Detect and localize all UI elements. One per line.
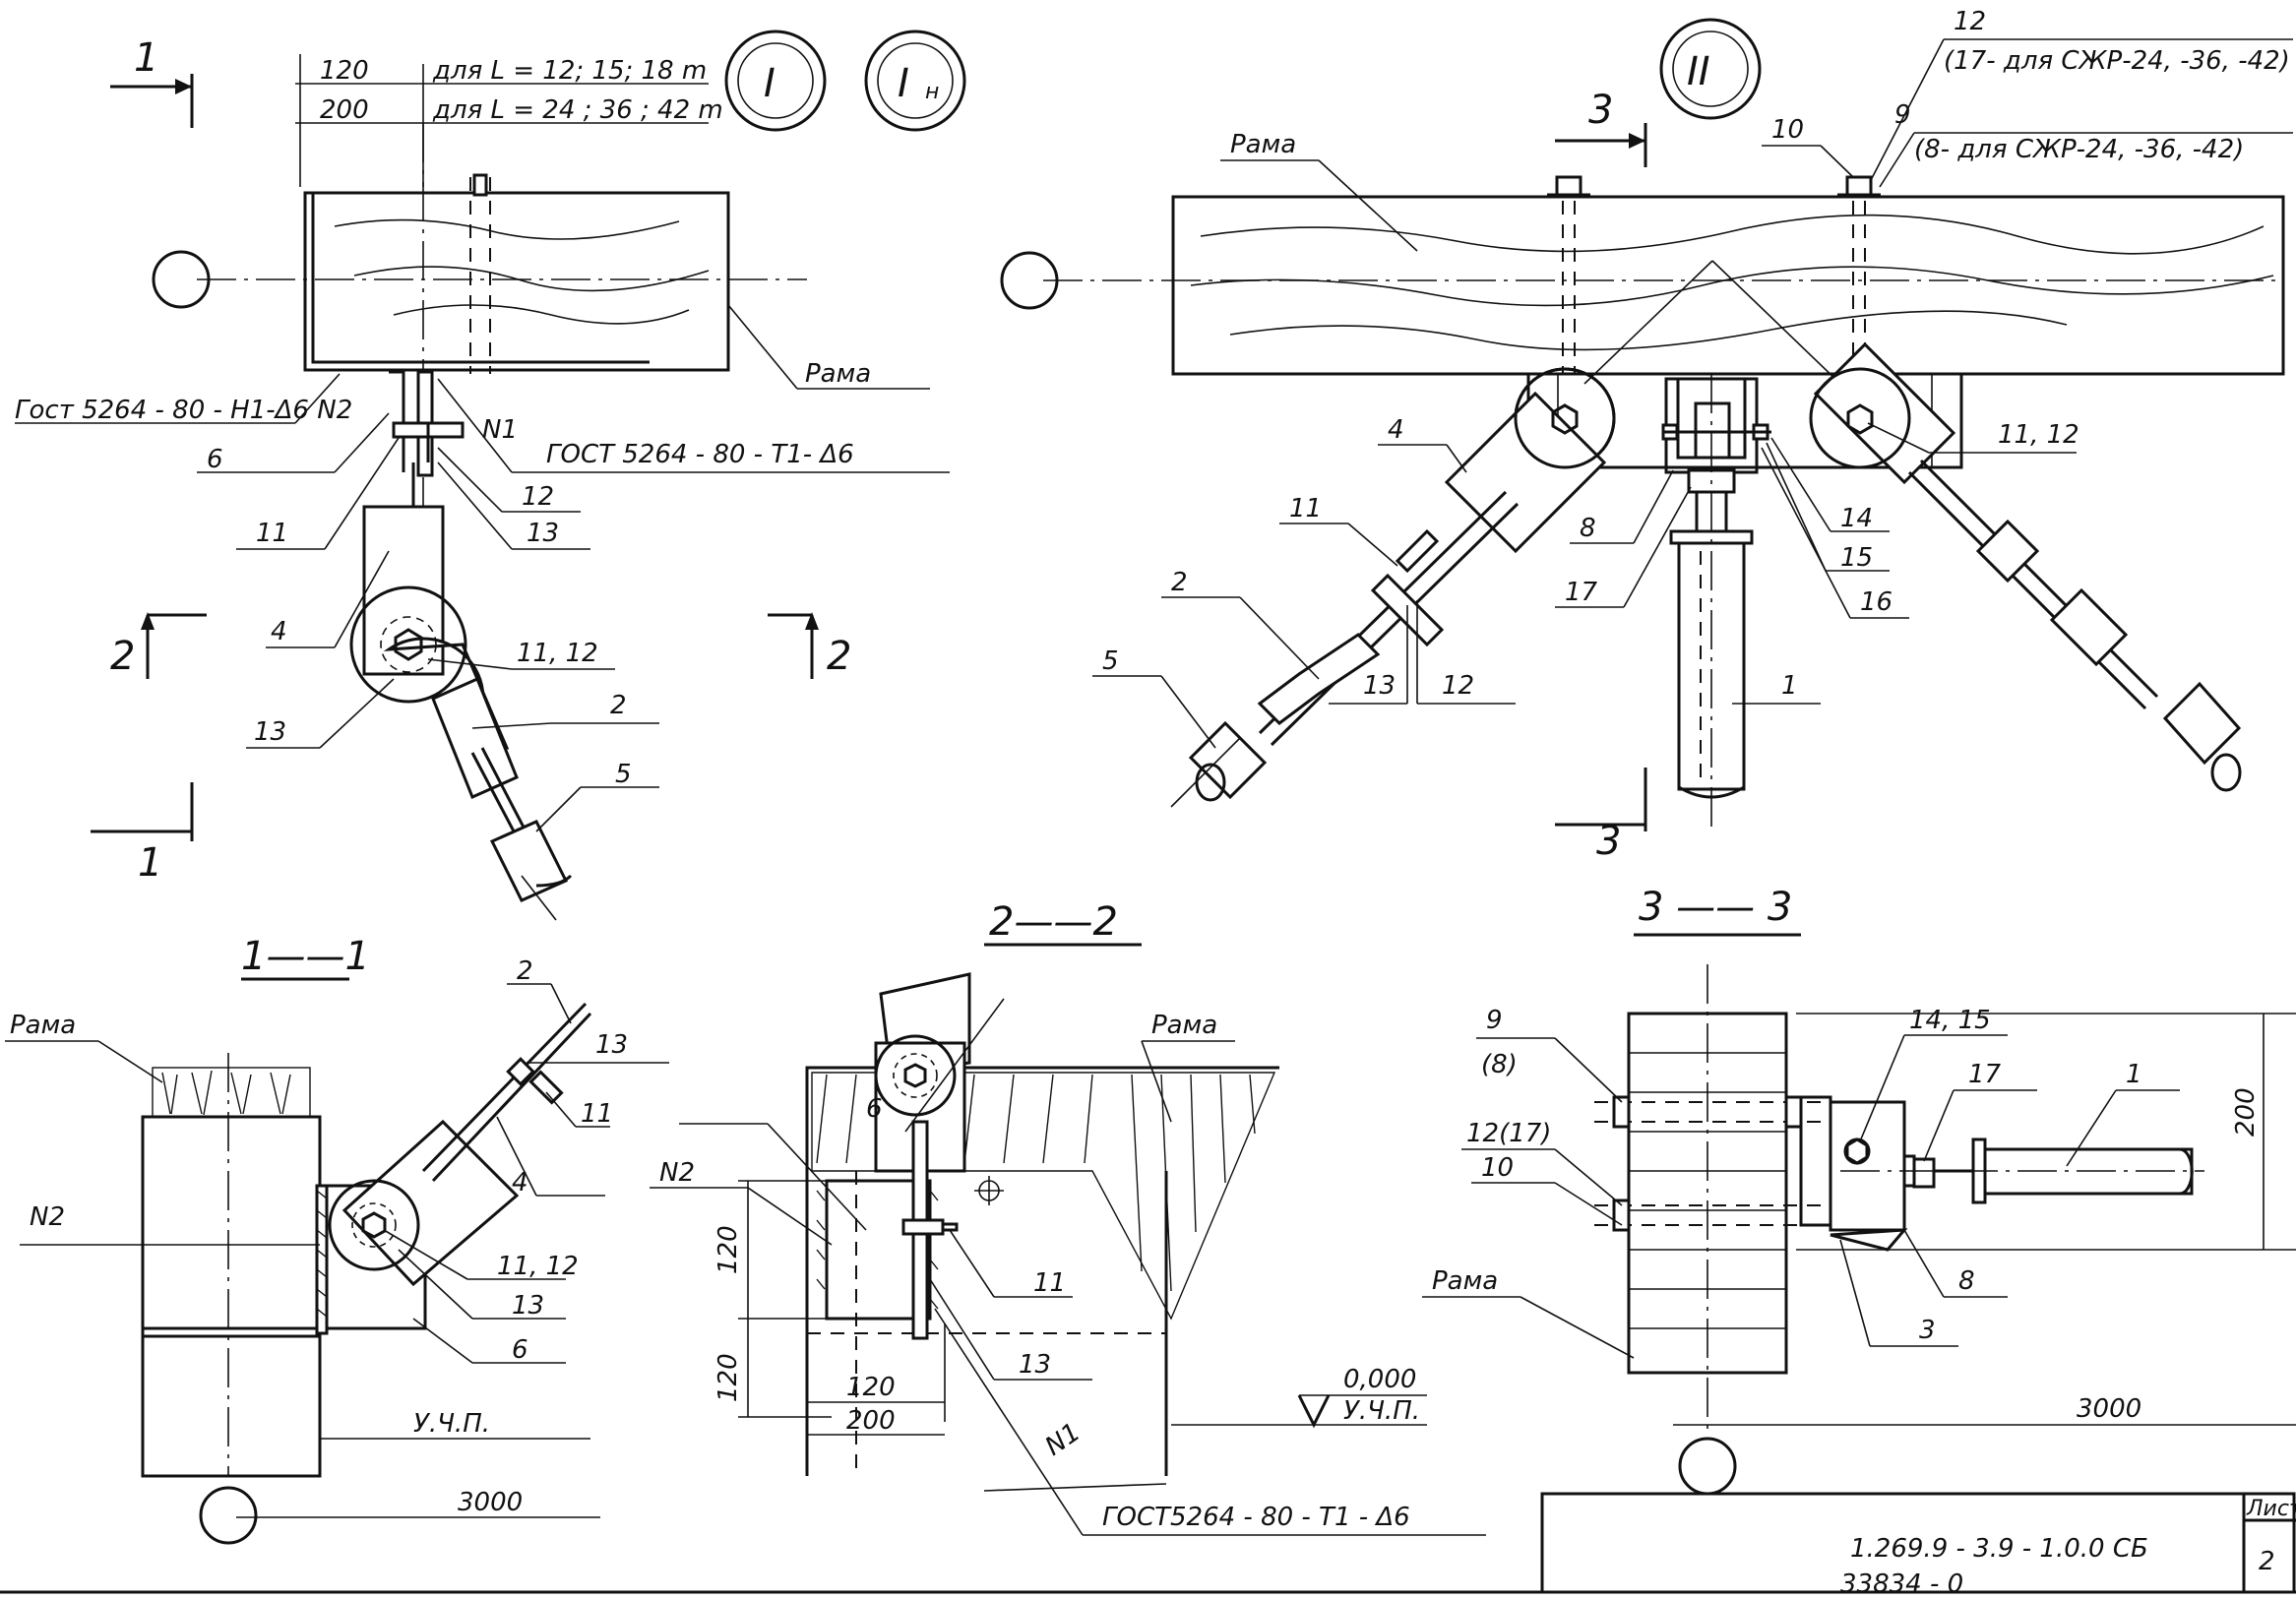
roman-In-label: I bbox=[898, 61, 909, 106]
doc-code: 1.269.9 - 3.9 - 1.0.0 СБ bbox=[1850, 1534, 2148, 1564]
weld-note-2-2: ГОСТ5264 - 80 - Т1 - Δ6 bbox=[1102, 1503, 1410, 1532]
weld-n1-label-2-2: N1 bbox=[1040, 1418, 1086, 1462]
weld-n2-label-1-1: N2 bbox=[30, 1202, 65, 1232]
pos-1-label-II: 1 bbox=[1781, 671, 1798, 701]
weld-note-T1: ГОСТ 5264 - 80 - Т1- Δ6 bbox=[546, 440, 854, 469]
pos-15-label-II: 15 bbox=[1840, 543, 1873, 573]
rama-label-II: Рама bbox=[1230, 130, 1296, 159]
section-2-right-label: 2 bbox=[827, 634, 851, 679]
pos-11-label-I: 11 bbox=[256, 519, 288, 548]
note-12-alt: (17- для СЖР-24, -36, -42) bbox=[1944, 46, 2290, 76]
pos-5-label-I: 5 bbox=[615, 760, 632, 789]
pos-12-label-II: 12 bbox=[1954, 7, 1986, 36]
pos-17-label-3-3: 17 bbox=[1968, 1060, 2002, 1089]
pos-12b-label-II: 12 bbox=[1442, 671, 1474, 701]
pos-6-label-2-2: 6 bbox=[866, 1094, 883, 1124]
section-1-top-label: 1 bbox=[134, 35, 158, 81]
pos-11-12-label-II: 11, 12 bbox=[1998, 420, 2079, 450]
pos-4-label-1-1: 4 bbox=[512, 1168, 528, 1198]
pos-11-12-label-1-1: 11, 12 bbox=[497, 1252, 579, 1281]
pos-12-17-label: 12(17) bbox=[1466, 1119, 1551, 1148]
weld-note-H1: Гост 5264 - 80 - Н1-Δ6 N2 bbox=[15, 396, 352, 425]
roman-In-subscript: н bbox=[925, 80, 939, 104]
pos-8-label-3-3: 8 bbox=[1958, 1266, 1975, 1296]
pos-13-label-I: 13 bbox=[527, 519, 559, 548]
pos-11-label-II: 11 bbox=[1289, 494, 1322, 523]
pos-4-label-I: 4 bbox=[271, 617, 287, 646]
section-1-bottom-label: 1 bbox=[138, 840, 162, 886]
pos-6-label-1-1: 6 bbox=[512, 1335, 528, 1365]
pos-3-label-3-3: 3 bbox=[1919, 1316, 1936, 1345]
pos-13b-label-1-1: 13 bbox=[512, 1291, 544, 1321]
pos-10-label-II: 10 bbox=[1771, 115, 1804, 145]
pos-6-label-I: 6 bbox=[207, 445, 223, 474]
pos-1-label-3-3: 1 bbox=[2126, 1060, 2142, 1089]
bottom-code: 33834 - 0 bbox=[1840, 1569, 1963, 1594]
dim-200-label-3-3: 200 bbox=[2231, 1087, 2261, 1137]
pos-9-alt-label: (8) bbox=[1481, 1050, 1518, 1079]
note-L-short: для L = 12; 15; 18 m bbox=[432, 56, 707, 86]
section-3-bottom-label: 3 bbox=[1596, 819, 1621, 864]
pos-9-label-3-3: 9 bbox=[1486, 1006, 1503, 1035]
dim-3000-label-3-3: 3000 bbox=[2077, 1394, 2141, 1424]
pos-14-15-label: 14, 15 bbox=[1909, 1006, 1991, 1035]
pos-12-label-I: 12 bbox=[522, 482, 554, 512]
dim-120-v-label: 120 bbox=[714, 1225, 743, 1274]
rama-label-3-3: Рама bbox=[1432, 1266, 1498, 1296]
pos-17-label-II: 17 bbox=[1565, 578, 1598, 607]
dim-200-h-label: 200 bbox=[846, 1406, 896, 1436]
detail-II: II 12 (17- для СЖР-24, -36, -42) 9 (8- д… bbox=[1000, 7, 2293, 864]
rama-label-2-2: Рама bbox=[1151, 1011, 1217, 1040]
view-3-3-title: 3 —— 3 bbox=[1639, 885, 1792, 930]
sheet-label: Лист bbox=[2246, 1497, 2296, 1521]
view-2-2: 2——2 Рама 6 N2 bbox=[650, 899, 1486, 1536]
roman-I-label: I bbox=[764, 61, 776, 106]
weld-n2-label-2-2: N2 bbox=[659, 1158, 695, 1188]
pos-9-label-II: 9 bbox=[1894, 100, 1911, 130]
level-value-label: 0,000 bbox=[1343, 1365, 1416, 1394]
dim-3000-label-1-1: 3000 bbox=[458, 1488, 523, 1517]
pos-2-label-I: 2 bbox=[610, 691, 627, 720]
pos-11-label-1-1: 11 bbox=[581, 1099, 613, 1129]
view-1-1-title: 1——1 bbox=[241, 934, 370, 979]
detail-I: 1 1 120 200 для L = 12; 15; 18 m для L =… bbox=[15, 30, 966, 921]
rama-label-I: Рама bbox=[805, 359, 871, 389]
view-1-1: 1——1 Рама N2 2 13 11 bbox=[5, 934, 669, 1545]
pos-2-label-II: 2 bbox=[1171, 568, 1188, 597]
note-9-alt: (8- для СЖР-24, -36, -42) bbox=[1914, 135, 2244, 164]
pos-8-label-II: 8 bbox=[1580, 514, 1596, 543]
weld-n1-label-I: N1 bbox=[482, 415, 518, 445]
pos-14-label-II: 14 bbox=[1840, 504, 1873, 533]
level-label-2-2: У.Ч.П. bbox=[1343, 1396, 1420, 1426]
dim-120-label: 120 bbox=[320, 56, 369, 86]
title-block: Лист 1.269.9 - 3.9 - 1.0.0 СБ 2 33834 - … bbox=[0, 1492, 2296, 1599]
view-2-2-title: 2——2 bbox=[989, 899, 1118, 945]
view-3-3: 3 —— 3 200 bbox=[1422, 885, 2296, 1496]
pos-10-label-3-3: 10 bbox=[1481, 1153, 1514, 1183]
pos-5-label-II: 5 bbox=[1102, 646, 1119, 676]
pos-16-label-II: 16 bbox=[1860, 587, 1893, 617]
pos-13-label-II: 13 bbox=[1363, 671, 1396, 701]
roman-II-label: II bbox=[1687, 49, 1710, 94]
section-2-left-label: 2 bbox=[110, 634, 135, 679]
pos-13-label-1-1: 13 bbox=[595, 1030, 628, 1060]
pos-4-label-II: 4 bbox=[1388, 415, 1404, 445]
pos-2-label-1-1: 2 bbox=[517, 956, 533, 986]
sheet-number: 2 bbox=[2259, 1547, 2275, 1576]
pos-13-label-2-2: 13 bbox=[1019, 1350, 1051, 1380]
pos-11-12-label-I: 11, 12 bbox=[517, 639, 598, 668]
level-label-1-1: У.Ч.П. bbox=[413, 1409, 490, 1439]
dim-120-h-label: 120 bbox=[846, 1373, 896, 1402]
dim-120-v2-label: 120 bbox=[714, 1353, 743, 1402]
section-3-top-label: 3 bbox=[1588, 88, 1613, 133]
note-L-long: для L = 24 ; 36 ; 42 m bbox=[432, 95, 723, 125]
rama-label-1-1: Рама bbox=[10, 1011, 76, 1040]
pos-11-label-2-2: 11 bbox=[1033, 1268, 1066, 1298]
dim-200-label: 200 bbox=[320, 95, 369, 125]
pos-13b-label-I: 13 bbox=[254, 717, 286, 747]
